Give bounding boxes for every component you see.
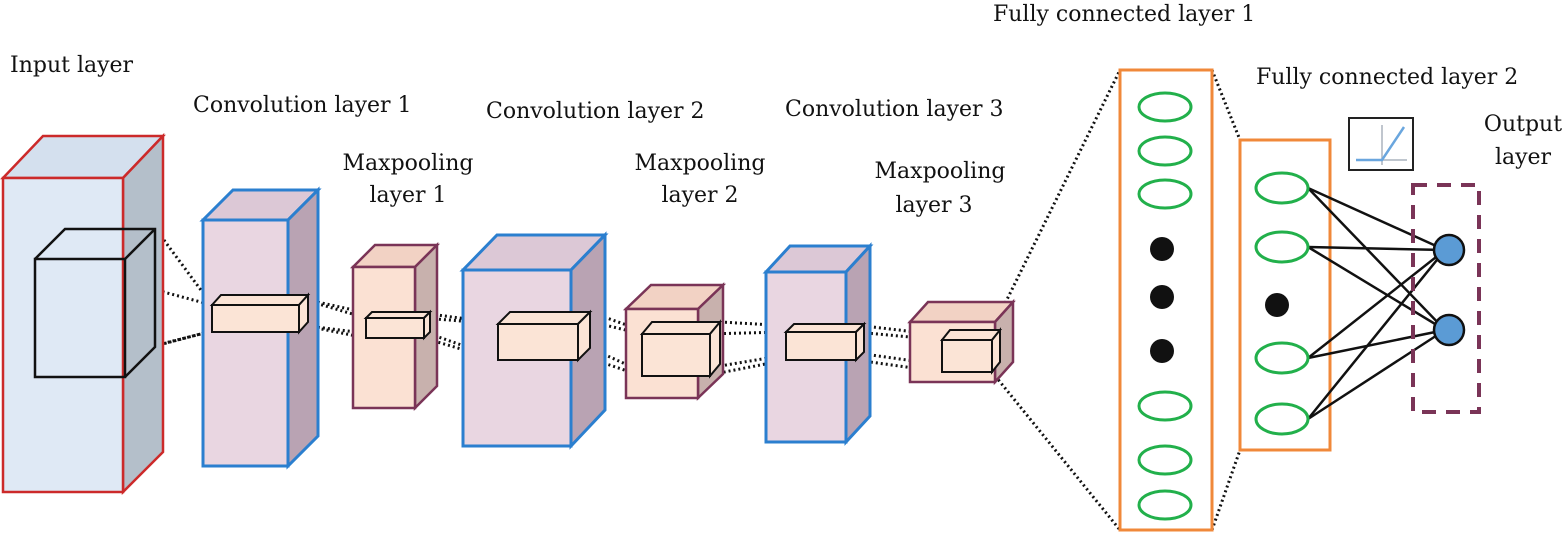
diagram-labels: Input layer Convolution layer 1 Maxpooli… — [10, 2, 1562, 218]
output-node — [1432, 233, 1466, 267]
conv-layer-1-label: Convolution layer 1 — [193, 93, 412, 118]
relu-graph-icon — [1348, 117, 1414, 171]
output-layer-label-line2: layer — [1495, 145, 1552, 170]
conv-layer-1-block — [199, 186, 322, 470]
fully-connected-layer-1-block — [1118, 68, 1214, 532]
fc1-neuron — [1137, 444, 1193, 476]
output-layer-label: Output — [1484, 112, 1562, 137]
fc2-to-output-connections — [1307, 186, 1446, 421]
fc1-ellipsis-dot — [1150, 285, 1174, 309]
fc2-neuron — [1254, 171, 1310, 205]
fc1-neuron — [1137, 489, 1193, 521]
fully-connected-layer-2-label: Fully connected layer 2 — [1256, 65, 1518, 90]
conv-layer-3-block — [762, 242, 874, 446]
fc2-ellipsis-dot — [1265, 293, 1289, 317]
fully-connected-layer-2-block — [1238, 138, 1446, 452]
maxpool-layer-3-label: Maxpooling — [875, 159, 1006, 184]
fc1-ellipsis-dot — [1150, 237, 1174, 261]
fc1-neuron — [1137, 178, 1193, 210]
conv-layer-2-label: Convolution layer 2 — [486, 99, 705, 124]
fc2-neuron — [1254, 341, 1310, 375]
maxpool-layer-3-block — [907, 298, 1016, 386]
input-kernel-cube — [33, 227, 157, 379]
maxpool-layer-3-label-line2: layer 3 — [895, 193, 972, 218]
maxpool-layer-2-block — [622, 282, 727, 401]
maxpool-layer-1-label-line2: layer 1 — [369, 183, 446, 208]
fc2-neuron — [1254, 402, 1310, 436]
maxpool-layer-1-label: Maxpooling — [343, 151, 474, 176]
fully-connected-layer-1-label: Fully connected layer 1 — [993, 2, 1255, 27]
conv-layer-3-label: Convolution layer 3 — [785, 97, 1004, 122]
fc1-neuron — [1137, 135, 1193, 167]
maxpool-layer-2-label: Maxpooling — [635, 151, 766, 176]
maxpool-layer-2-label-line2: layer 2 — [661, 183, 738, 208]
fc1-ellipsis-dot — [1150, 339, 1174, 363]
fc2-neuron — [1254, 230, 1310, 264]
conv-layer-2-block — [459, 231, 609, 450]
output-node — [1432, 313, 1466, 347]
fc1-neuron — [1137, 390, 1193, 422]
output-layer-block — [1411, 183, 1481, 414]
input-layer-label: Input layer — [10, 53, 134, 78]
maxpool-layer-1-block — [349, 241, 441, 412]
fc1-neuron — [1137, 91, 1193, 123]
input-layer-block — [0, 132, 166, 496]
